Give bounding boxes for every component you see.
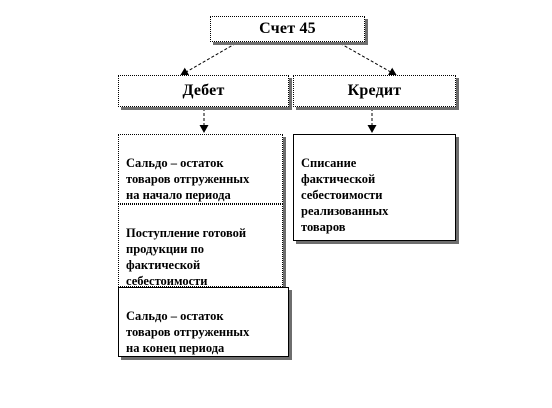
credit-header-box: Кредит	[293, 75, 456, 107]
debit-item-closing-balance: Сальдо – остаток товаров отгруженных на …	[118, 287, 289, 357]
arrow-to-credit	[335, 40, 397, 76]
account-title: Счет 45	[259, 20, 316, 37]
debit-header-box: Дебет	[118, 75, 289, 107]
debit-item-opening-balance: Сальдо – остаток товаров отгруженных на …	[118, 134, 283, 204]
credit-item-write-off: Списание фактической себестоимости реали…	[293, 134, 456, 241]
credit-header: Кредит	[347, 82, 402, 99]
debit-item-receipt: Поступление готовой продукции по фактиче…	[118, 204, 283, 288]
debit-item-closing-balance-text: Сальдо – остаток товаров отгруженных на …	[126, 309, 250, 355]
debit-item-receipt-text: Поступление готовой продукции по фактиче…	[126, 226, 247, 288]
debit-header: Дебет	[182, 82, 225, 99]
arrow-to-debit	[180, 40, 241, 76]
account-title-box: Счет 45	[210, 16, 365, 42]
credit-item-write-off-text: Списание фактической себестоимости реали…	[301, 156, 389, 234]
debit-item-opening-balance-text: Сальдо – остаток товаров отгруженных на …	[126, 156, 250, 202]
